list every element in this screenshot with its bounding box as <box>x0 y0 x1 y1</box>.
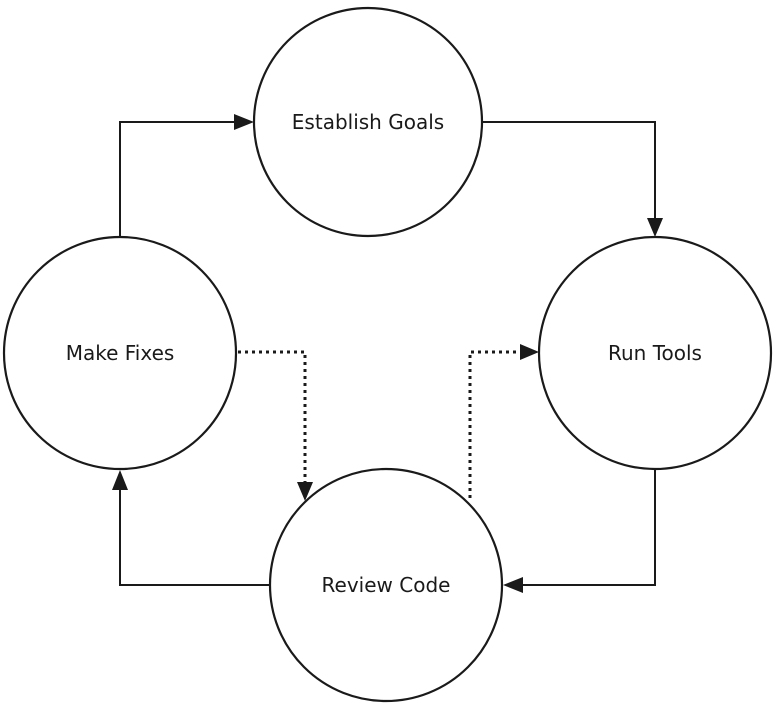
edge-line <box>238 350 307 484</box>
node-run-tools: Run Tools <box>537 235 773 471</box>
edge-establish-goals-to-run-tools <box>482 121 663 237</box>
node-run-tools-label: Run Tools <box>608 341 702 365</box>
edge-line <box>119 121 236 237</box>
edge-line <box>482 121 656 221</box>
edge-review-code-to-run-tools-dotted <box>468 344 539 498</box>
edge-make-fixes-to-establish-goals <box>119 114 254 237</box>
edge-make-fixes-to-review-code-dotted <box>238 350 313 501</box>
edge-line <box>522 469 656 586</box>
arrowhead <box>297 482 313 501</box>
arrowhead <box>647 218 663 237</box>
edge-line <box>119 488 270 586</box>
arrowhead <box>520 344 539 360</box>
node-establish-goals-label: Establish Goals <box>292 110 444 134</box>
node-establish-goals: Establish Goals <box>252 6 484 238</box>
edge-review-code-to-make-fixes <box>112 470 270 586</box>
node-review-code: Review Code <box>268 467 504 703</box>
arrowhead <box>234 114 254 130</box>
edge-run-tools-to-review-code <box>503 469 656 593</box>
arrowhead <box>503 577 523 593</box>
node-make-fixes: Make Fixes <box>2 235 238 471</box>
arrowhead <box>112 470 128 490</box>
node-make-fixes-label: Make Fixes <box>66 341 175 365</box>
node-review-code-label: Review Code <box>322 573 451 597</box>
edge-line <box>468 350 522 498</box>
